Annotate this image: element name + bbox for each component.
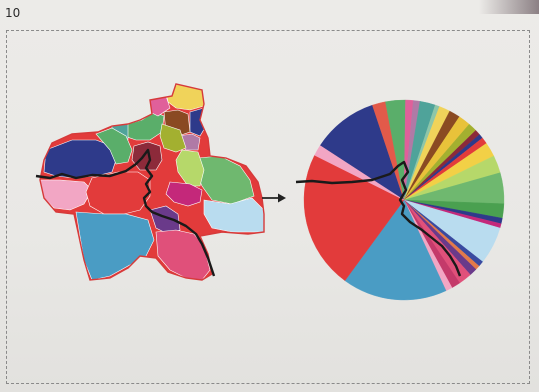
region-lightblue-east — [203, 197, 264, 233]
region-green-northwest — [95, 127, 133, 165]
figure-number: 10 — [5, 6, 21, 20]
figure-frame — [6, 30, 530, 384]
arrow-head — [278, 193, 286, 203]
map-river — [35, 148, 216, 277]
pie-river — [295, 160, 462, 277]
region-map — [35, 83, 265, 281]
region-navy-west — [43, 139, 117, 179]
region-olive-center — [159, 123, 187, 153]
pie-chart — [295, 99, 505, 301]
region-rose-southeast — [155, 229, 211, 280]
region-magenta-center — [165, 181, 203, 207]
map-outline — [39, 83, 265, 281]
pie-slice-30 — [314, 145, 405, 201]
pie-slice-29 — [303, 155, 405, 281]
corner-shadow — [479, 0, 539, 14]
region-maroon-center — [131, 141, 163, 171]
region-steelblue-south — [75, 211, 155, 280]
region-red-center — [85, 171, 151, 215]
pie-slice-28 — [344, 199, 447, 301]
transform-arrow — [262, 193, 286, 203]
